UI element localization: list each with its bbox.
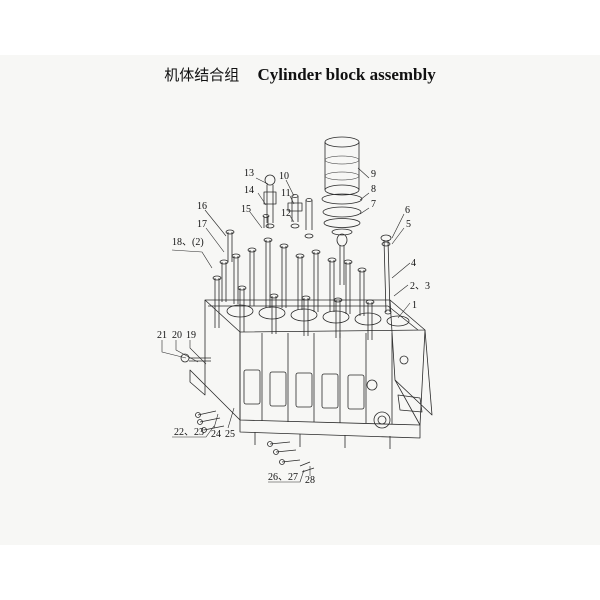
callout-20: 20 <box>172 330 182 341</box>
callout-7: 7 <box>371 199 376 210</box>
callout-15: 15 <box>241 204 251 215</box>
callout-28: 28 <box>305 475 315 486</box>
callout-18: 18、(2) <box>172 237 204 248</box>
callout-21: 21 <box>157 330 167 341</box>
callout-10: 10 <box>279 171 289 182</box>
callout-labels: 1 2、3 4 5 6 7 8 9 10 11 12 13 14 15 16 1… <box>157 168 430 486</box>
callout-13: 13 <box>244 168 254 179</box>
diagram-title: 机体结合组 Cylinder block assembly <box>0 64 600 85</box>
callout-17: 17 <box>197 219 207 230</box>
callout-16: 16 <box>197 201 207 212</box>
callout-1: 1 <box>412 300 417 311</box>
head-studs <box>212 229 375 340</box>
cylinder-liner <box>321 136 363 236</box>
callout-4: 4 <box>411 258 416 269</box>
callout-9: 9 <box>371 169 376 180</box>
callout-12: 12 <box>281 208 291 219</box>
callout-5: 5 <box>406 219 411 230</box>
cylinder-block-body <box>189 299 433 449</box>
callout-22-23: 22、23 <box>174 427 204 438</box>
bottom-bolts <box>180 353 315 473</box>
callout-6: 6 <box>405 205 410 216</box>
callout-2-3: 2、3 <box>410 281 430 292</box>
callout-11: 11 <box>281 188 291 199</box>
callout-14: 14 <box>244 185 254 196</box>
leader-lines <box>161 167 411 483</box>
callout-26-27: 26、27 <box>268 472 298 483</box>
title-english: Cylinder block assembly <box>257 65 436 84</box>
long-stud <box>336 233 392 315</box>
title-chinese: 机体结合组 <box>164 66 240 84</box>
callout-24: 24 <box>211 429 221 440</box>
callout-25: 25 <box>225 429 235 440</box>
callout-19: 19 <box>186 330 196 341</box>
callout-8: 8 <box>371 184 376 195</box>
